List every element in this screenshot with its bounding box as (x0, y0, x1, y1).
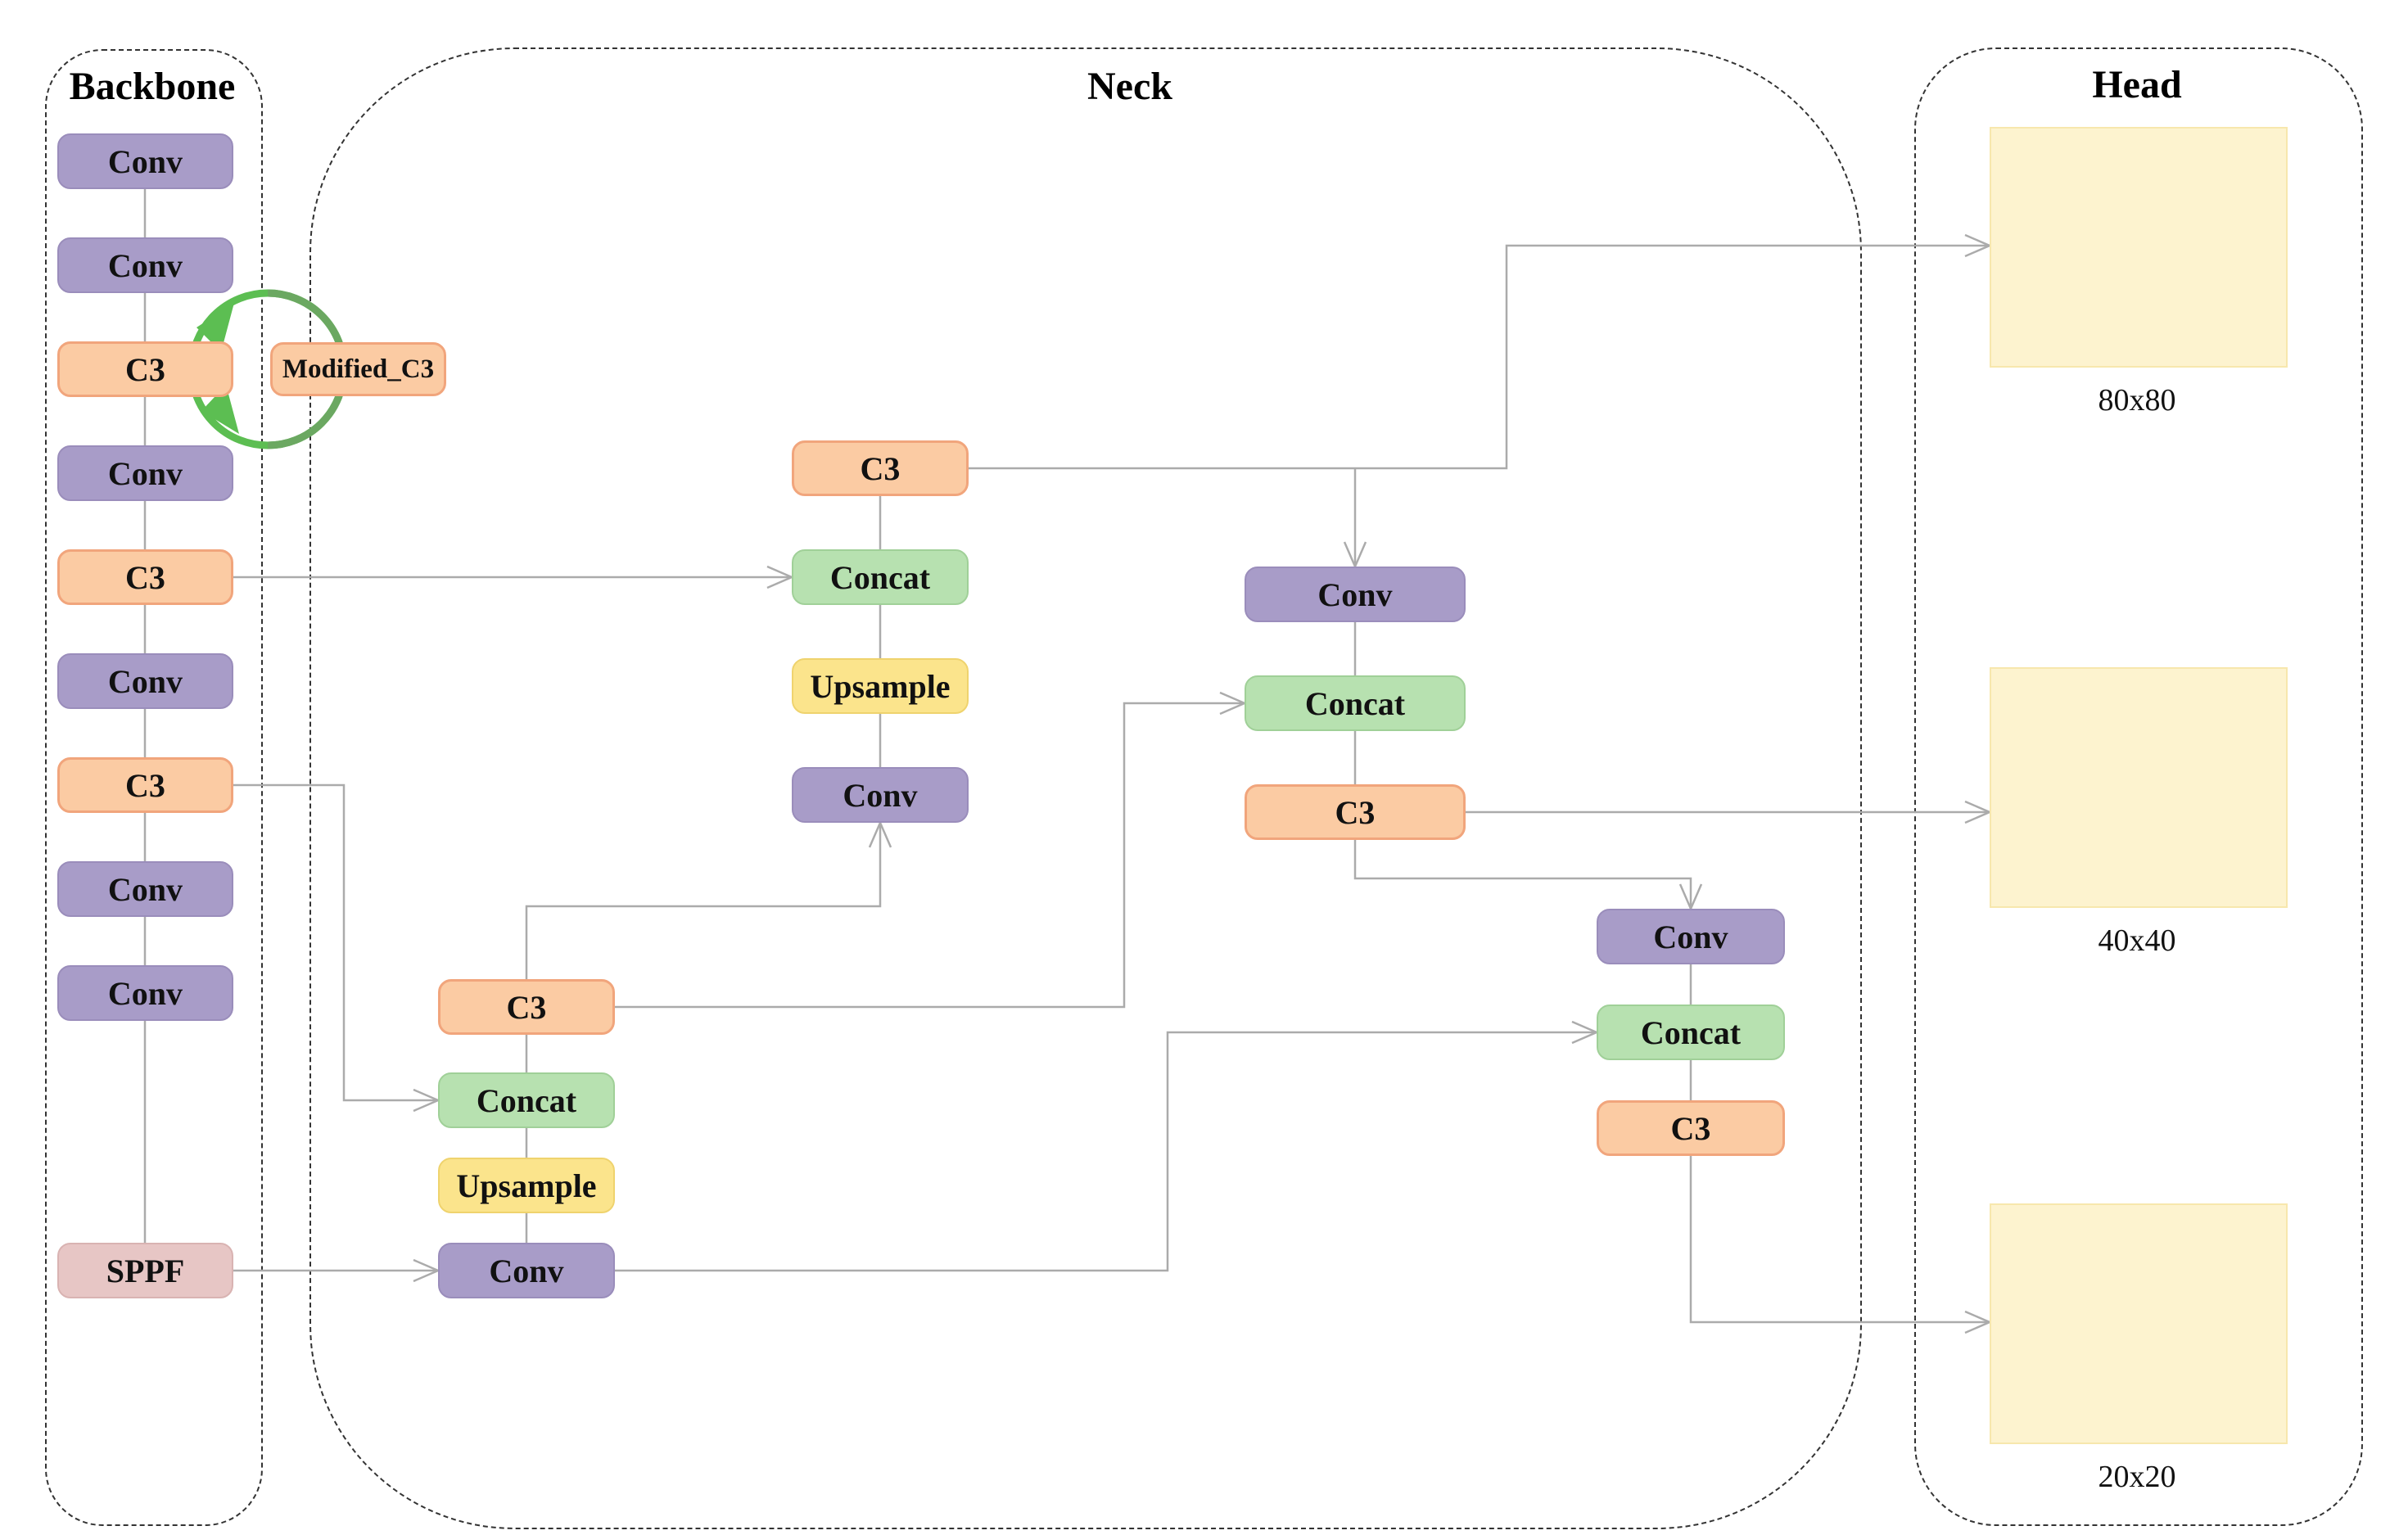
c3-block: C3 (792, 440, 969, 496)
c3-block: C3 (1245, 784, 1466, 840)
upsample-block: Upsample (438, 1158, 615, 1213)
conv-block: Conv (57, 445, 233, 501)
conv-block: Conv (1597, 909, 1785, 964)
neck-title: Neck (1087, 65, 1172, 108)
modified-c3-block: Modified_C3 (270, 342, 446, 396)
c3-block: C3 (57, 341, 233, 397)
feature-map-size-label: 80x80 (2098, 383, 2176, 418)
backbone-title: Backbone (69, 65, 236, 108)
concat-block: Concat (1597, 1005, 1785, 1060)
feature-map-80x80 (1990, 127, 2288, 368)
conv-block: Conv (792, 767, 969, 823)
feature-map-20x20 (1990, 1203, 2288, 1444)
conv-block: Conv (57, 237, 233, 293)
concat-block: Concat (438, 1072, 615, 1128)
feature-map-size-label: 20x20 (2098, 1460, 2176, 1494)
feature-map-40x40 (1990, 667, 2288, 908)
conv-block: Conv (57, 965, 233, 1021)
feature-map-size-label: 40x40 (2098, 923, 2176, 958)
neck-section (309, 47, 1862, 1529)
head-section (1914, 47, 2363, 1526)
conv-block: Conv (57, 133, 233, 189)
sppf-block: SPPF (57, 1243, 233, 1298)
concat-block: Concat (1245, 675, 1466, 731)
c3-block: C3 (438, 979, 615, 1035)
conv-block: Conv (438, 1243, 615, 1298)
c3-block: C3 (1597, 1100, 1785, 1156)
conv-block: Conv (1245, 567, 1466, 622)
upsample-block: Upsample (792, 658, 969, 714)
head-title: Head (2092, 63, 2182, 106)
concat-block: Concat (792, 549, 969, 605)
conv-block: Conv (57, 861, 233, 917)
conv-block: Conv (57, 653, 233, 709)
c3-block: C3 (57, 549, 233, 605)
c3-block: C3 (57, 757, 233, 813)
